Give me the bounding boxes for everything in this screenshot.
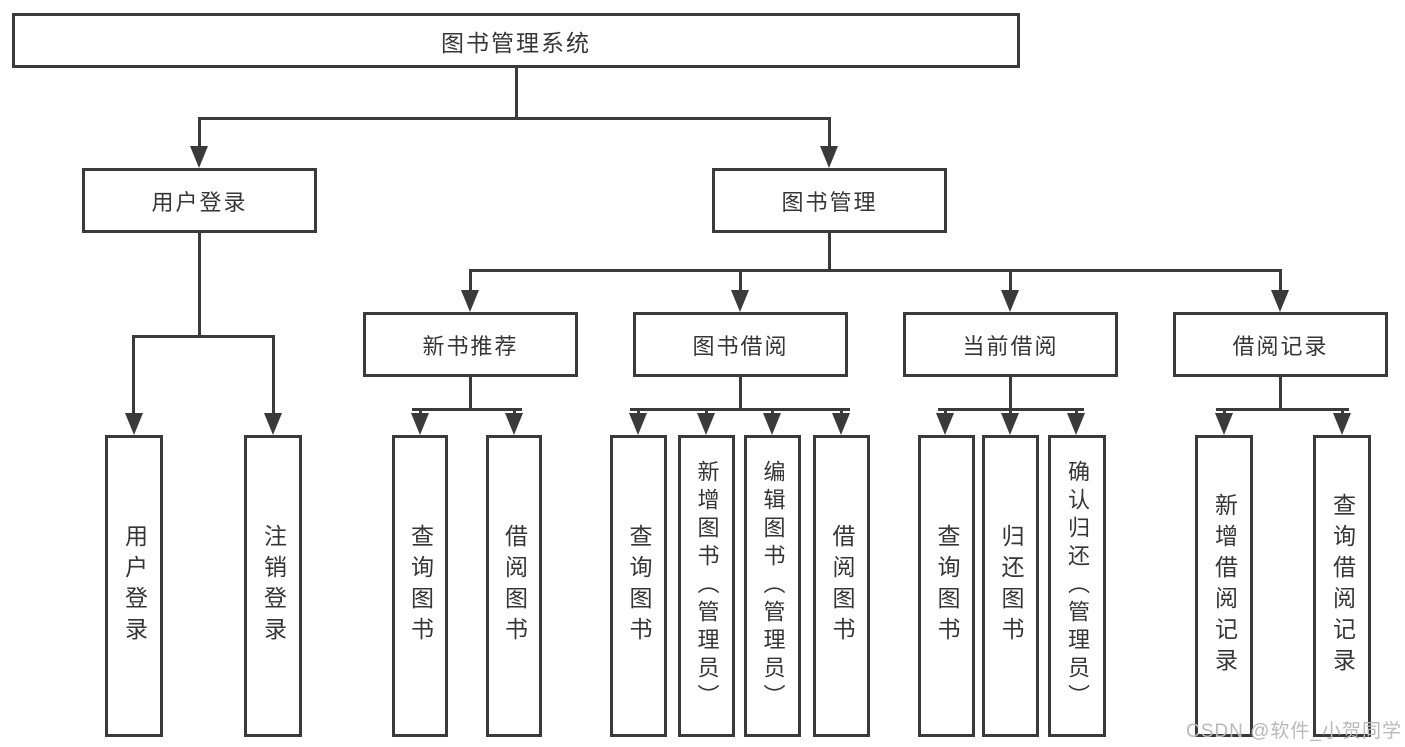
node-current-borrowing-label: 当前借阅 [962, 333, 1059, 359]
leaf-add-book-admin-label: 新增图书（管理员） [694, 460, 720, 712]
node-book-management: 图书管理 [712, 168, 947, 233]
leaf-borrow-book-recommend: 借阅图书 [486, 435, 542, 737]
arrowhead-down-icon [832, 413, 850, 435]
arrowhead-down-icon [190, 146, 208, 168]
leaf-query-borrow-record-label: 查询借阅记录 [1329, 493, 1356, 679]
leaf-user-login: 用户登录 [105, 435, 163, 737]
connector-bus-level2 [469, 269, 1282, 272]
leaf-logout: 注销登录 [244, 435, 302, 737]
node-book-borrowing-label: 图书借阅 [692, 333, 789, 359]
connector-bus-book-borrow [630, 408, 850, 411]
arrowhead-down-icon [125, 413, 143, 435]
leaf-query-book-borrowing-label: 查询图书 [626, 524, 652, 648]
leaf-edit-book-admin: 编辑图书（管理员） [744, 435, 801, 737]
node-book-management-label: 图书管理 [781, 189, 878, 215]
node-borrowing-records: 借阅记录 [1173, 312, 1388, 377]
leaf-add-borrow-record: 新增借阅记录 [1195, 435, 1253, 737]
node-current-borrowing: 当前借阅 [903, 312, 1118, 377]
connector-drop-new-book [469, 269, 472, 297]
connector-drop-leaf-logout [272, 335, 275, 418]
leaf-edit-book-admin-label: 编辑图书（管理员） [760, 460, 786, 712]
connector-bus-user-login [132, 335, 275, 338]
connector-borrow-records-stub [1279, 377, 1282, 411]
connector-drop-user-login [198, 117, 201, 151]
connector-bus-new-book [412, 408, 522, 411]
connector-root-stub [515, 68, 518, 120]
arrowhead-down-icon [731, 290, 749, 312]
connector-book-borrow-stub [739, 377, 742, 411]
arrowhead-down-icon [411, 413, 429, 435]
arrowhead-down-icon [1271, 290, 1289, 312]
arrowhead-down-icon [505, 413, 523, 435]
connector-book-mgmt-stub [828, 233, 831, 272]
leaf-query-book-borrowing: 查询图书 [610, 435, 667, 737]
arrowhead-down-icon [629, 413, 647, 435]
connector-bus-borrow-records [1216, 408, 1349, 411]
arrowhead-down-icon [1067, 413, 1085, 435]
arrowhead-down-icon [461, 290, 479, 312]
arrowhead-down-icon [264, 413, 282, 435]
leaf-user-login-label: 用户登录 [121, 524, 148, 648]
node-new-book-recommend-label: 新书推荐 [422, 333, 519, 359]
leaf-add-book-admin: 新增图书（管理员） [678, 435, 735, 737]
node-book-borrowing: 图书借阅 [633, 312, 848, 377]
connector-drop-borrow-records [1279, 269, 1282, 297]
connector-drop-book-borrow [739, 269, 742, 297]
node-borrowing-records-label: 借阅记录 [1232, 333, 1329, 359]
arrowhead-down-icon [1215, 413, 1233, 435]
leaf-return-book-label: 归还图书 [998, 524, 1024, 648]
arrowhead-down-icon [763, 413, 781, 435]
connector-drop-leaf-user-login [132, 335, 135, 418]
leaf-query-book-recommend-label: 查询图书 [407, 524, 434, 648]
leaf-borrow-book-borrowing-label: 借阅图书 [829, 524, 855, 648]
leaf-query-borrow-record: 查询借阅记录 [1313, 435, 1371, 737]
arrowhead-down-icon [936, 413, 954, 435]
connector-bus-level1 [198, 117, 831, 120]
arrowhead-down-icon [820, 146, 838, 168]
node-library-management-system: 图书管理系统 [12, 13, 1020, 68]
leaf-add-borrow-record-label: 新增借阅记录 [1211, 493, 1238, 679]
leaf-query-book-current-label: 查询图书 [934, 524, 960, 648]
leaf-confirm-return-admin-label: 确认归还（管理员） [1065, 460, 1090, 712]
leaf-logout-label: 注销登录 [260, 524, 287, 648]
node-new-book-recommend: 新书推荐 [363, 312, 578, 377]
leaf-borrow-book-borrowing: 借阅图书 [813, 435, 870, 737]
connector-new-book-stub [469, 377, 472, 411]
arrowhead-down-icon [697, 413, 715, 435]
node-user-login-label: 用户登录 [151, 189, 248, 215]
leaf-return-book: 归还图书 [982, 435, 1039, 737]
arrowhead-down-icon [1001, 290, 1019, 312]
node-user-login: 用户登录 [82, 168, 317, 233]
leaf-borrow-book-recommend-label: 借阅图书 [501, 524, 528, 648]
arrowhead-down-icon [1333, 413, 1351, 435]
leaf-query-book-recommend: 查询图书 [392, 435, 448, 737]
leaf-query-book-current: 查询图书 [918, 435, 975, 737]
connector-drop-book-mgmt [828, 117, 831, 151]
connector-user-login-stub [198, 233, 201, 338]
leaf-confirm-return-admin: 确认归还（管理员） [1048, 435, 1106, 737]
connector-drop-current-borrow [1009, 269, 1012, 297]
connector-current-borrow-stub [1009, 377, 1012, 411]
node-library-management-system-label: 图书管理系统 [441, 29, 591, 56]
csdn-watermark: CSDN @软件_小贺同学 [1186, 721, 1402, 742]
arrowhead-down-icon [1001, 413, 1019, 435]
